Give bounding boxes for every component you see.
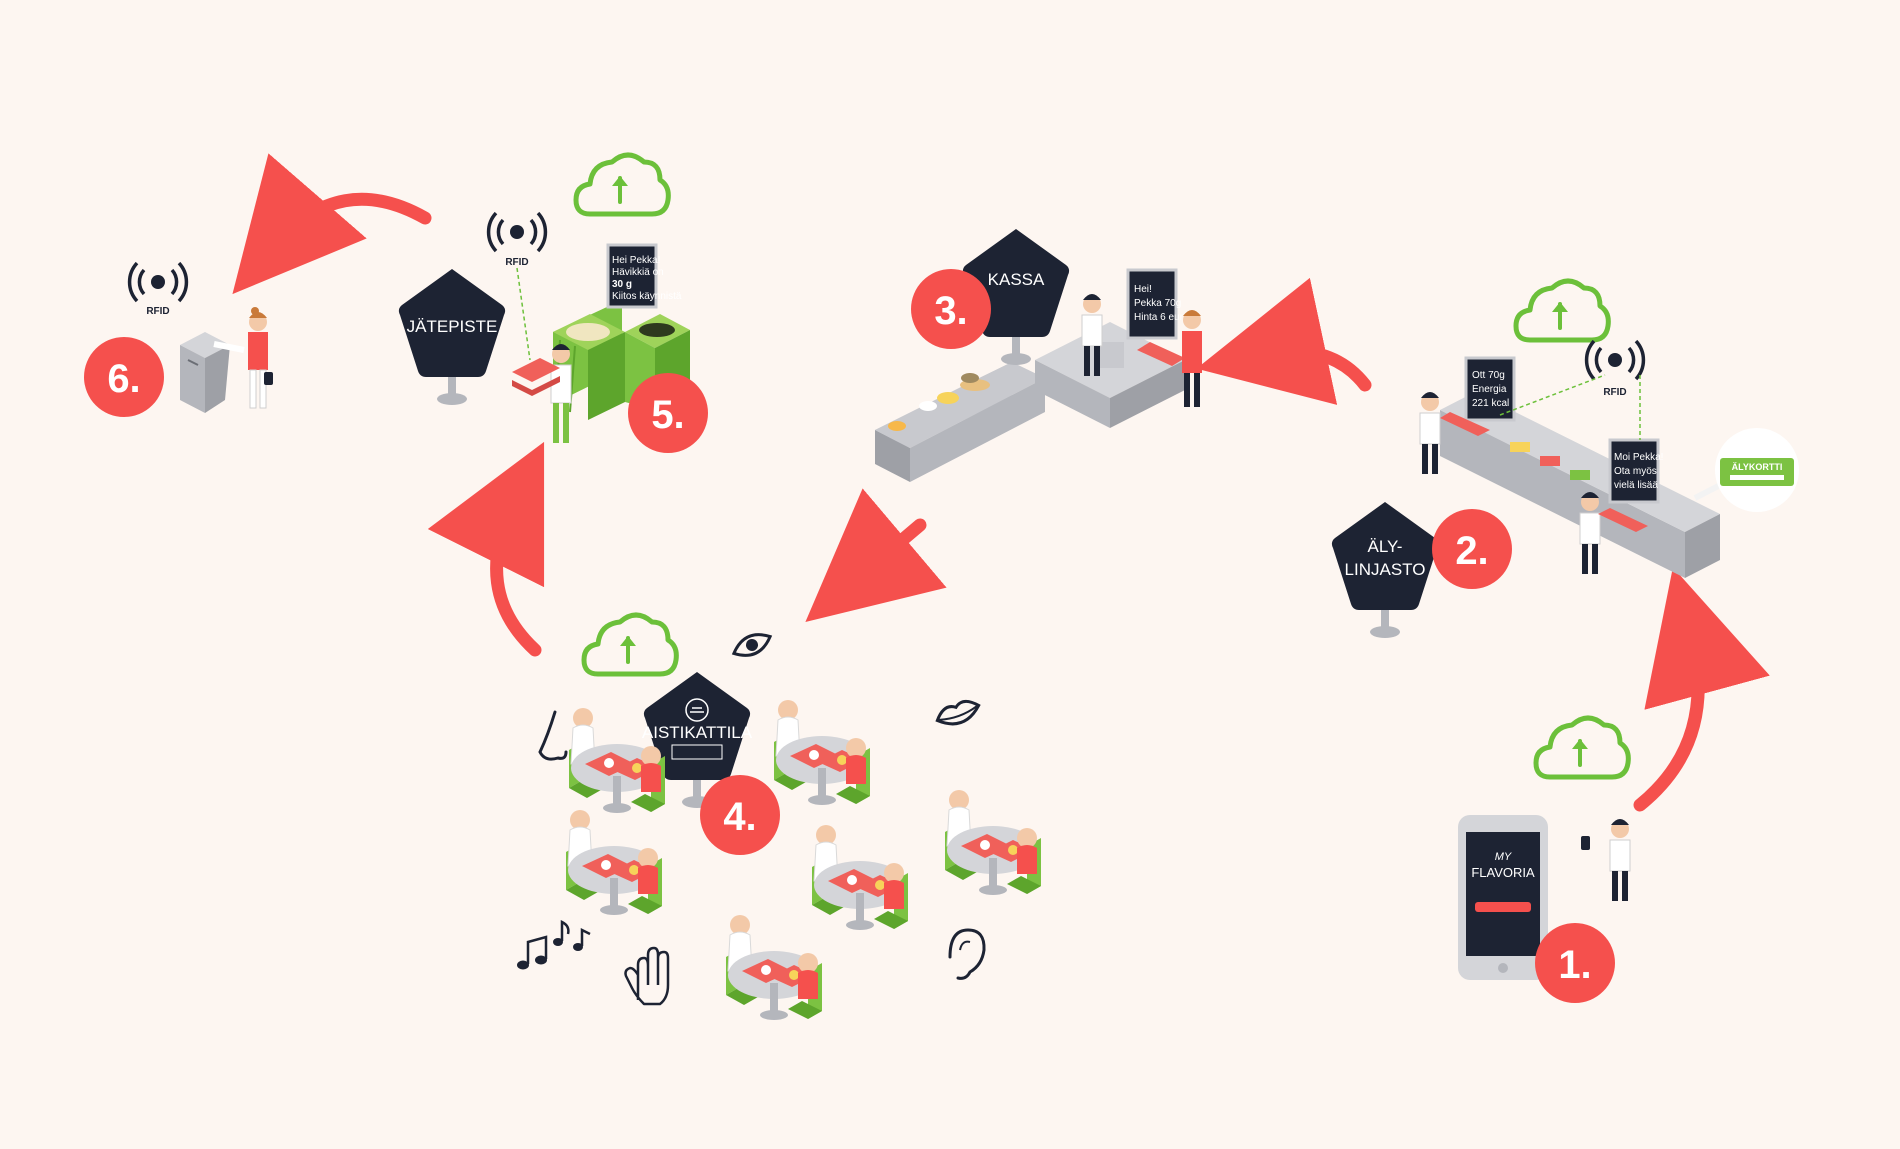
rfid-icon: [127, 261, 189, 303]
arrow-4-to-5: [427, 441, 545, 657]
arrow-3-to-4: [805, 488, 947, 622]
rfid-label: RFID: [1603, 387, 1626, 398]
step-6-exit: RFID 6.: [84, 261, 273, 417]
cloud-upload-icon: [1536, 718, 1628, 777]
screen-line: Kiitos käynnistä: [612, 291, 682, 302]
rfid-icon: [1584, 339, 1646, 381]
screen-line: Moi Pekka!: [1614, 452, 1663, 463]
arrow-2-to-3: [1196, 277, 1372, 405]
screen-line: Hei Pekka!: [612, 255, 660, 266]
step-number: 1.: [1558, 943, 1591, 987]
phone-icon: MY FLAVORIA: [1458, 815, 1548, 980]
step-badge: [1535, 923, 1615, 1003]
step-number: 4.: [723, 795, 756, 839]
step-badge: [84, 337, 164, 417]
screen-line: Hävikkiä on: [612, 267, 664, 278]
rfid-label: RFID: [505, 257, 528, 268]
cloud-upload-icon: [1516, 281, 1608, 340]
station-sign: [398, 269, 506, 405]
flow-arrows: [232, 153, 1770, 812]
step-3-cashier: Hei! Pekka 70g Hinta 6 eur KASSA 3.: [875, 229, 1202, 482]
station-label: JÄTEPISTE: [407, 317, 498, 336]
customer-person: [1182, 310, 1202, 407]
cloud-upload-icon: [576, 155, 668, 214]
app-prefix: MY: [1495, 851, 1512, 863]
person-with-phone: [1609, 818, 1631, 902]
screen-line: vielä lisää: [1614, 480, 1658, 491]
step-5-waste-point: RFID Hei Pekka! Hävikkiä on 30 g Kiitos …: [398, 155, 708, 453]
step-4-dining: AISTIKATTILA 4.: [517, 615, 1042, 1021]
dining-table: [773, 699, 871, 806]
nose-icon: [538, 710, 568, 761]
arrow-5-to-6: [232, 153, 432, 295]
step-1-app: MY FLAVORIA 1.: [1458, 718, 1630, 1003]
screen-line: 221 kcal: [1472, 398, 1509, 409]
screen-line: 30 g: [612, 279, 632, 290]
screen-line: Energia: [1472, 384, 1507, 395]
step-2-smart-line: RFID Ott 70g Energia 221 kcal Moi Pekka!…: [1331, 281, 1799, 638]
customer-person: [1579, 491, 1601, 575]
eye-icon: [731, 633, 773, 657]
arrow-1-to-2: [1633, 567, 1770, 812]
rfid-label: RFID: [146, 306, 169, 317]
person-with-tray: [512, 344, 572, 443]
screen-line: Hei!: [1134, 284, 1152, 295]
screen-line: Hinta 6 eur: [1134, 312, 1184, 323]
station-label: AISTIKATTILA: [642, 723, 753, 742]
step-badge: [700, 775, 780, 855]
step-badge: [1432, 509, 1512, 589]
rfid-icon: [486, 211, 548, 253]
station-label-line2: LINJASTO: [1345, 560, 1426, 579]
station-label: KASSA: [988, 270, 1045, 289]
app-name: FLAVORIA: [1471, 865, 1535, 880]
chef-hat-icon: [685, 698, 709, 722]
screen-line: Pekka 70g: [1134, 298, 1181, 309]
staff-person: [1419, 391, 1441, 475]
dining-table: [725, 914, 823, 1021]
mouth-icon: [935, 699, 981, 726]
station-label-line1: ÄLY-: [1368, 537, 1403, 556]
music-notes-icon: [517, 919, 591, 970]
dining-table: [944, 789, 1042, 896]
step-number: 6.: [107, 357, 140, 401]
smart-card-label: ÄLYKORTTI: [1732, 462, 1783, 472]
step-badge: [911, 269, 991, 349]
cloud-upload-icon: [584, 615, 676, 674]
screen-line: Ota myös: [1614, 466, 1657, 477]
dining-table: [811, 824, 909, 931]
hand-icon: [624, 946, 670, 1006]
dining-table: [565, 809, 663, 916]
step-badge: [628, 373, 708, 453]
person-returning: [213, 307, 273, 409]
screen-line: Ott 70g: [1472, 370, 1505, 381]
ear-icon: [948, 928, 986, 980]
step-number: 3.: [934, 289, 967, 333]
step-number: 5.: [651, 393, 684, 437]
return-machine: [180, 332, 230, 413]
step-number: 2.: [1455, 529, 1488, 573]
